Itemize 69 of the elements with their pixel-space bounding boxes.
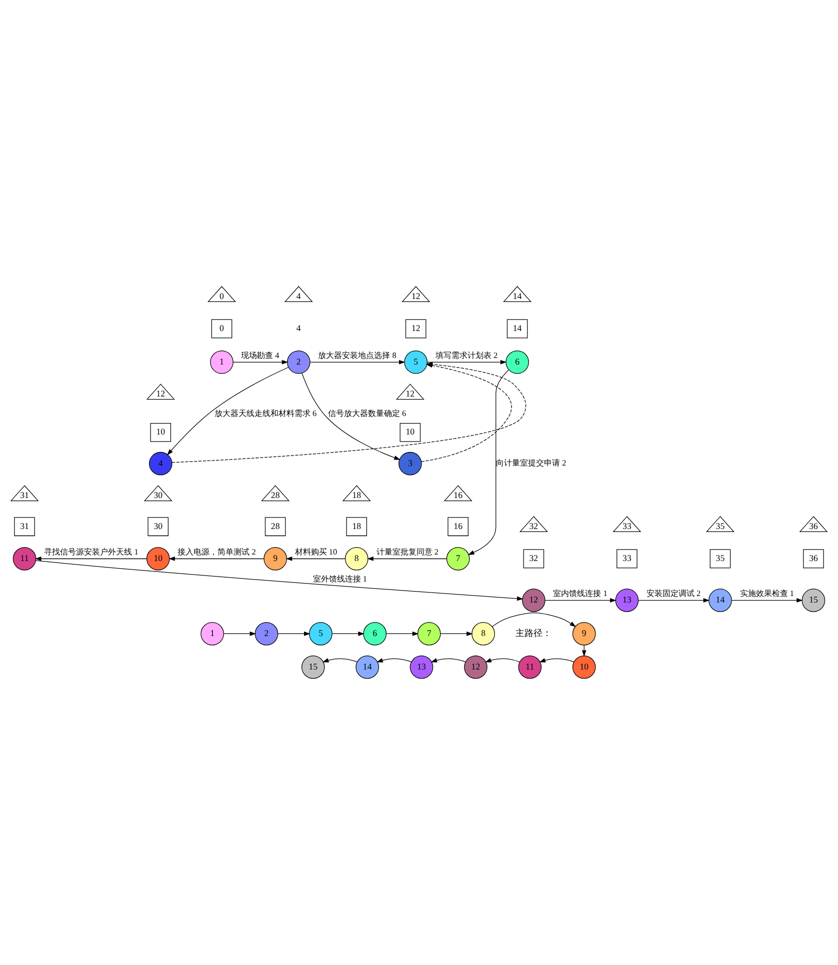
node-circle: 5	[309, 622, 332, 646]
arrow	[426, 360, 507, 364]
node-circle: 15	[301, 655, 325, 679]
node-circle: 12	[522, 588, 546, 612]
node-box: 14	[506, 319, 528, 338]
node-circle: 14	[356, 655, 379, 679]
arrow	[367, 556, 447, 561]
node-box: 12	[405, 319, 426, 338]
node-circle: 2	[286, 350, 310, 374]
node-circle: 5	[404, 350, 428, 374]
node-box: 10	[400, 422, 421, 442]
arrow	[310, 360, 406, 364]
arrow	[168, 556, 264, 561]
arrow	[376, 658, 412, 662]
node-box: 31	[14, 517, 35, 536]
node-box: 28	[264, 517, 286, 536]
node-box: 32	[523, 549, 544, 568]
node-box: 30	[148, 517, 168, 536]
node-box: 18	[346, 517, 367, 536]
node-circle: 4	[148, 452, 172, 476]
node-circle: 11	[518, 655, 542, 679]
arrow	[223, 632, 256, 636]
arrow	[167, 366, 289, 456]
arrow	[430, 658, 466, 662]
node-circle: 2	[254, 622, 278, 646]
node-circle: 14	[708, 588, 732, 612]
arrow	[468, 369, 510, 555]
node-circle: 9	[572, 622, 596, 646]
node-circle: 6	[506, 350, 529, 374]
arrow	[544, 598, 616, 603]
label: 4	[296, 323, 301, 334]
node-box: 35	[710, 549, 731, 568]
node-circle: 10	[572, 655, 596, 679]
arrow	[484, 658, 520, 662]
arrow	[36, 560, 524, 601]
arrow	[286, 556, 346, 561]
arrow	[539, 658, 574, 662]
arrow	[332, 632, 364, 636]
node-circle: 6	[363, 622, 387, 646]
node-box: 36	[803, 549, 824, 568]
node-circle: 1	[200, 622, 224, 646]
node-circle: 7	[446, 547, 470, 570]
arrow	[731, 598, 803, 603]
node-circle: 8	[344, 547, 368, 570]
node-box: 16	[448, 517, 468, 536]
arrow	[302, 372, 400, 460]
arrow	[232, 360, 288, 364]
arrow	[278, 632, 310, 636]
node-circle: 8	[472, 622, 495, 646]
node-circle: 3	[398, 452, 422, 476]
node-circle: 15	[802, 588, 826, 612]
node-circle: 9	[264, 547, 287, 570]
node-circle: 12	[464, 655, 488, 679]
arrow	[440, 632, 473, 636]
node-box: 0	[211, 319, 232, 338]
arrow	[638, 598, 710, 603]
node-box: 10	[150, 422, 172, 442]
arrow	[322, 658, 358, 662]
arrow	[386, 632, 419, 636]
node-circle: 10	[146, 547, 170, 570]
node-circle: 11	[12, 547, 36, 570]
node-box: 33	[616, 549, 638, 568]
node-circle: 1	[210, 350, 234, 374]
node-circle: 13	[615, 588, 639, 612]
node-circle: 13	[410, 655, 434, 679]
arrow	[492, 612, 576, 628]
label: 主路径：	[516, 628, 552, 638]
node-circle: 7	[417, 622, 441, 646]
arrow	[34, 556, 148, 561]
